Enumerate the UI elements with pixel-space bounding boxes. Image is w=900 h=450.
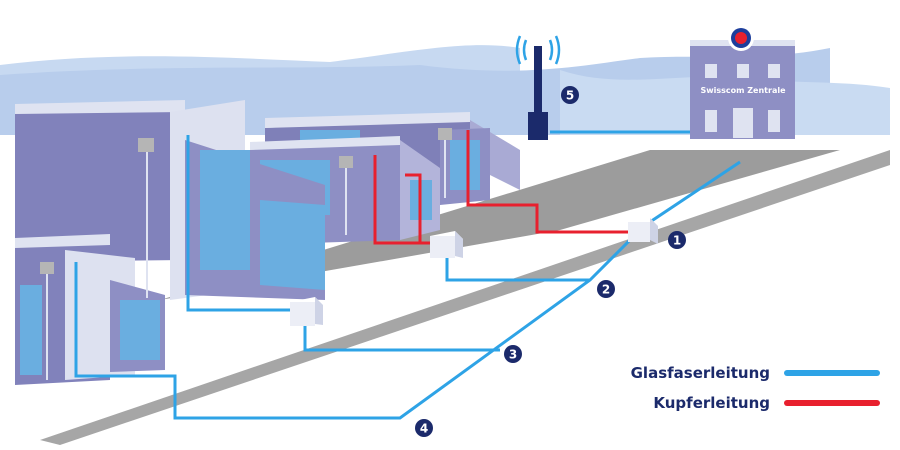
- marker-3: 3: [509, 348, 517, 362]
- distribution-boxes: [290, 218, 658, 326]
- headquarters-building: [690, 25, 795, 139]
- legend: Glasfaserleitung Kupferleitung: [600, 358, 880, 418]
- number-markers: 1 2 3 4 5: [415, 86, 686, 437]
- legend-swatch-copper: [784, 400, 880, 406]
- marker-5: 5: [566, 89, 574, 103]
- marker-2: 2: [602, 283, 610, 297]
- headquarters-label: Swisscom Zentrale: [700, 86, 786, 95]
- marker-1: 1: [673, 234, 681, 248]
- legend-item-fiber: Glasfaserleitung: [600, 358, 880, 388]
- legend-label-fiber: Glasfaserleitung: [630, 364, 770, 382]
- antenna-tower: [515, 35, 561, 140]
- background-hills: [0, 45, 890, 135]
- marker-4: 4: [420, 422, 428, 436]
- legend-label-copper: Kupferleitung: [653, 394, 770, 412]
- legend-item-copper: Kupferleitung: [600, 388, 880, 418]
- legend-swatch-fiber: [784, 370, 880, 376]
- street: [40, 150, 890, 445]
